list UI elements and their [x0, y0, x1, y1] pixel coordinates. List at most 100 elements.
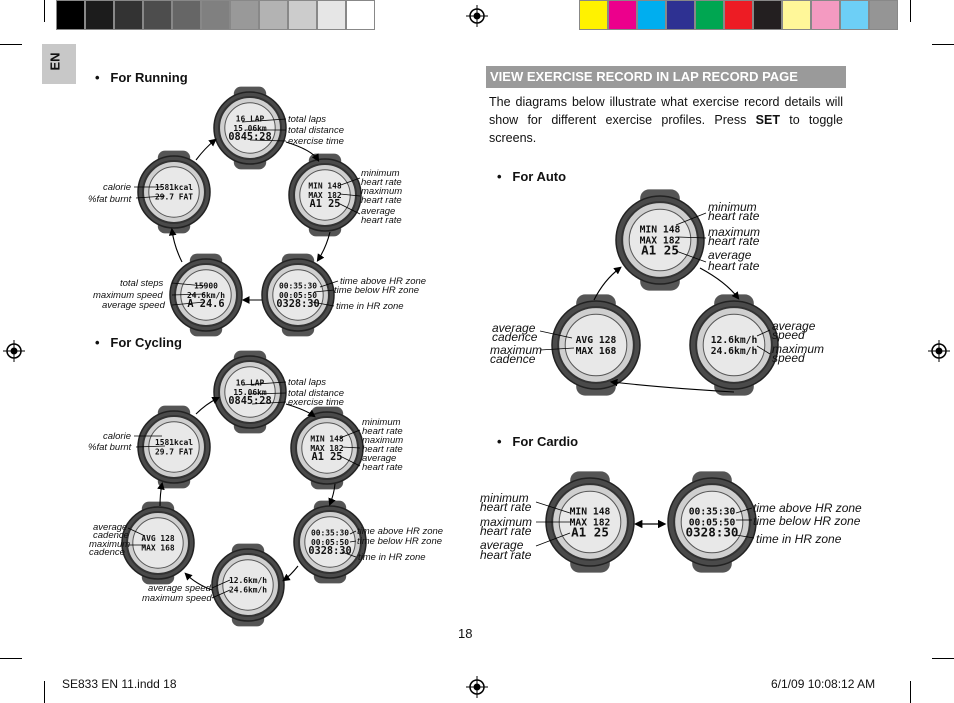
color-swatch: [753, 0, 782, 30]
cyc-label-total-laps: total laps: [288, 377, 327, 388]
cardio-label-time-in: time in HR zone: [756, 532, 842, 546]
language-tab: EN: [42, 44, 76, 84]
watch-readout: 16 LAP: [236, 379, 265, 388]
watch-readout: MAX 168: [141, 543, 175, 552]
watch-readout: AVG 128: [576, 335, 617, 346]
registration-mark-icon: [3, 340, 25, 362]
watch-readout: MAX 182: [310, 444, 344, 453]
auto-label-maximum-speed-2: speed: [772, 351, 805, 365]
watch-readout: 00:05:50: [311, 538, 349, 547]
watch-readout: 0328:30: [308, 545, 351, 557]
registration-mark-icon: [466, 676, 488, 698]
intro-text-2: to toggle screens.: [489, 113, 843, 145]
cardio-label-minimum-hr-2: heart rate: [480, 500, 532, 514]
auto-label-minimum-hr-1: minimum: [708, 200, 757, 214]
watch-readout: 29.7 FAT: [155, 192, 193, 201]
run-label-maximum-hr-2: heart rate: [361, 195, 402, 206]
auto-label-maximum-speed-1: maximum: [772, 342, 825, 356]
gray-swatch: [317, 0, 346, 30]
cyc-label-total-distance: total distance: [288, 388, 344, 399]
cyc-label-average-hr-1: average: [362, 453, 397, 464]
cyc-label-minimum-hr-1: minimum: [362, 417, 401, 428]
watch-readout: MAX 182: [308, 191, 342, 200]
run-label-average-speed: average speed: [102, 300, 165, 311]
cyc-label-average-cadence-2: cadence: [93, 530, 129, 541]
crop-mark: [0, 44, 22, 45]
registration-mark-icon: [928, 340, 950, 362]
watch-icon: 12.6km/h24.6km/h: [211, 543, 285, 627]
run-label-calorie: calorie: [103, 182, 131, 193]
cardio-label-average-hr-1: average: [480, 538, 524, 552]
watch-readout: MIN 148: [308, 182, 342, 191]
watch-readout: A1 25: [312, 451, 343, 463]
color-swatch: [666, 0, 695, 30]
cyc-label-maximum-hr-1: maximum: [362, 435, 404, 446]
footer-filename: SE833 EN 11.indd 18: [62, 677, 177, 691]
cyc-label-time-in: time in HR zone: [358, 552, 426, 563]
watch-readout: 00:05:50: [279, 291, 317, 300]
gray-swatch: [346, 0, 375, 30]
run-label-minimum-hr-1: minimum: [361, 168, 400, 179]
color-swatch: [695, 0, 724, 30]
footer-timestamp: 6/1/09 10:08:12 AM: [771, 677, 876, 691]
watch-readout: A1 25: [310, 198, 341, 210]
cyc-label-time-above: time above HR zone: [357, 526, 444, 537]
color-swatch: [637, 0, 666, 30]
auto-heading: • For Auto: [497, 169, 567, 184]
watch-readout: MAX 182: [570, 517, 611, 528]
crop-mark: [0, 658, 22, 659]
auto-label-minimum-hr-2: heart rate: [708, 209, 760, 223]
watch-readout: 15.06km: [233, 124, 267, 133]
cyc-label-time-below: time below HR zone: [357, 536, 443, 547]
auto-label-average-cadence-2: cadence: [492, 330, 538, 344]
cyc-label-maximum-cadence-2: cadence: [89, 547, 125, 558]
cardio-label-maximum-hr-1: maximum: [480, 515, 533, 529]
watch-icon: 12.6km/h24.6km/h: [689, 294, 779, 396]
run-label-average-hr-1: average: [361, 206, 396, 217]
watch-readout: 0845:28: [228, 131, 271, 143]
gray-swatch: [143, 0, 172, 30]
gray-swatch: [259, 0, 288, 30]
run-label-total-steps: total steps: [120, 278, 164, 289]
auto-title: For Auto: [512, 169, 567, 184]
watch-readout: 0328:30: [276, 298, 319, 310]
cyc-label-exercise-time: exercise time: [288, 397, 344, 408]
cyc-label-average-cadence-1: average: [93, 522, 128, 533]
gray-swatch: [201, 0, 230, 30]
color-swatch: [811, 0, 840, 30]
gray-swatch: [85, 0, 114, 30]
gray-swatch: [114, 0, 143, 30]
cyc-label-maximum-hr-2: heart rate: [362, 444, 403, 455]
cyc-label-minimum-hr-2: heart rate: [362, 426, 403, 437]
watch-readout: 0845:28: [228, 395, 271, 407]
run-label-time-above: time above HR zone: [340, 276, 427, 287]
auto-label-maximum-cadence-1: maximum: [490, 343, 543, 357]
watch-readout: A 24.6: [187, 298, 224, 310]
color-swatch: [608, 0, 637, 30]
running-heading: • For Running: [95, 70, 188, 85]
cardio-label-time-above: time above HR zone: [753, 501, 862, 515]
cyc-label-maximum-speed: maximum speed: [142, 593, 212, 604]
gray-swatch: [56, 0, 85, 30]
watch-readout: 24.6km/h: [187, 291, 225, 300]
color-swatch: [724, 0, 753, 30]
crop-mark: [44, 0, 45, 22]
watch-readout: 1581kcal: [155, 438, 193, 447]
watch-readout: A1 25: [571, 525, 609, 540]
running-title: For Running: [110, 70, 188, 85]
cycling-heading: • For Cycling: [95, 335, 182, 350]
cardio-label-maximum-hr-2: heart rate: [480, 524, 532, 538]
cycling-title: For Cycling: [110, 335, 182, 350]
watch-readout: 15.06km: [233, 388, 267, 397]
watch-readout: 16 LAP: [236, 115, 265, 124]
run-label-maximum-speed: maximum speed: [93, 290, 163, 301]
auto-label-average-hr-2: heart rate: [708, 259, 760, 273]
run-label-total-laps: total laps: [288, 114, 327, 125]
run-label-fat-burnt: %fat burnt: [88, 194, 132, 205]
